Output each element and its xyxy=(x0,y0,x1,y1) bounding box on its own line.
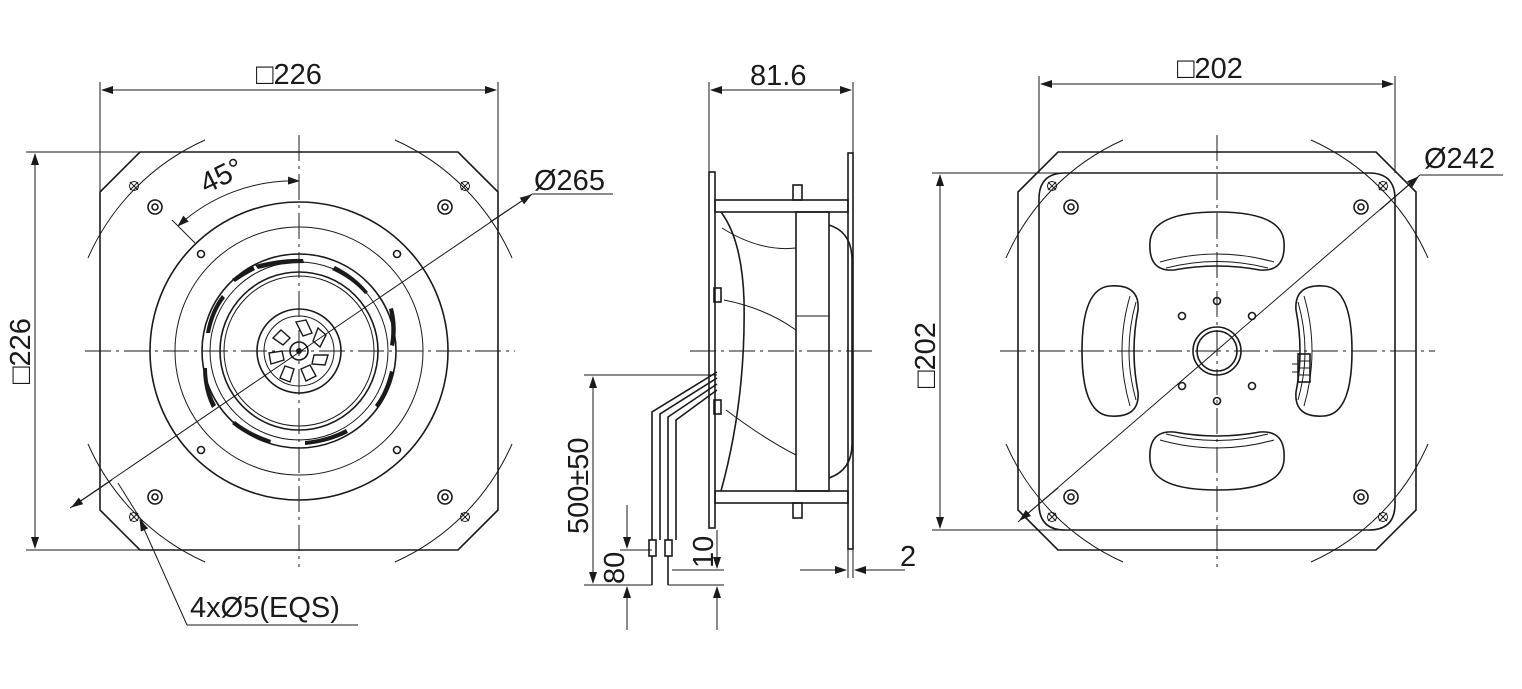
top-strut xyxy=(714,199,849,213)
hub-outer xyxy=(256,308,342,394)
impeller-outer xyxy=(201,253,397,449)
end-length-label: 10 xyxy=(688,536,720,568)
impeller-blades xyxy=(203,258,396,445)
rear-mounting-holes xyxy=(1047,181,1388,522)
rear-view: □202 □202 Ø242 xyxy=(910,53,1503,567)
blade-curve-2 xyxy=(723,299,797,331)
rear-hub-outer xyxy=(1192,326,1242,376)
rear-ref-arc-bottom-right xyxy=(1310,443,1429,563)
impeller-body-side xyxy=(795,211,830,492)
ring-hole-sw xyxy=(196,445,206,455)
rear-diameter-arrow-sw xyxy=(1019,487,1059,521)
rear-ref-arc-top-left xyxy=(1005,139,1124,259)
front-width-label: □226 xyxy=(256,59,322,91)
hub-shaft-ring xyxy=(289,341,309,361)
front-diameter-label: Ø265 xyxy=(534,165,605,197)
angle-leader xyxy=(171,219,196,244)
rear-height-label: □202 xyxy=(910,322,942,388)
rear-ref-arc-top-right xyxy=(1310,139,1429,259)
angle-arc xyxy=(177,176,300,227)
motor-tab-2 xyxy=(713,399,722,415)
mounting-holes xyxy=(129,181,470,522)
hub-shaft xyxy=(296,348,302,354)
blade-curve-1 xyxy=(721,227,797,250)
holes-leader xyxy=(139,519,188,626)
rear-plate-outline xyxy=(1017,151,1417,551)
angle-label: 45° xyxy=(195,152,248,200)
front-ref-arc-top-right xyxy=(394,139,513,259)
ring-hole-ne xyxy=(392,249,402,259)
strut-block-bottom xyxy=(792,502,803,519)
rear-inner-plate xyxy=(1038,172,1396,531)
front-diameter-arrow-sw xyxy=(71,479,113,508)
ring-hole-se xyxy=(392,445,402,455)
air-slot-left xyxy=(1081,285,1139,417)
front-diameter-arrow-ne xyxy=(489,194,532,223)
rear-hub-inner xyxy=(1196,330,1238,372)
front-plate-outline xyxy=(99,151,499,551)
front-ref-arc-bottom-left xyxy=(87,443,206,563)
cable-length-label: 500±50 xyxy=(563,437,595,534)
cable-wire-4 xyxy=(675,389,718,540)
inlet-ring-side xyxy=(828,224,853,479)
rear-ref-arc-bottom-left xyxy=(1005,443,1124,563)
hub-vanes xyxy=(268,319,329,383)
cable-wire-3 xyxy=(667,383,718,540)
front-ring-inner xyxy=(174,226,424,476)
cable-wire-1 xyxy=(651,371,718,540)
front-ref-arc-top-left xyxy=(87,139,206,259)
hub-inner xyxy=(263,315,335,387)
strip-length-label: 80 xyxy=(599,552,631,584)
wire-terminal-1 xyxy=(648,539,657,557)
bottom-strut xyxy=(714,490,849,504)
connector-block xyxy=(1292,353,1311,383)
impeller-inlet-inner xyxy=(223,275,375,427)
front-height-label: □226 xyxy=(5,318,37,384)
depth-label: 81.6 xyxy=(750,60,806,92)
air-slot-bottom xyxy=(1149,431,1285,491)
ring-hole-nw xyxy=(196,249,206,259)
rear-diameter-arrow-ne xyxy=(1379,176,1419,211)
blade-profile xyxy=(720,211,745,492)
strut-block-top xyxy=(792,184,803,201)
holes-label: 4xØ5(EQS) xyxy=(190,592,340,624)
front-view: □226 □226 45° Ø265 4xØ5(EQS) xyxy=(5,59,613,626)
rear-width-label: □202 xyxy=(1177,53,1243,85)
motor-flange xyxy=(708,171,716,529)
cable-wire-2 xyxy=(659,377,718,540)
front-diameter-line xyxy=(69,193,533,509)
front-ref-arc-bottom-right xyxy=(394,443,513,563)
rear-diameter-label: Ø242 xyxy=(1424,143,1495,175)
wire-terminal-2 xyxy=(664,539,673,557)
rear-diameter-line xyxy=(1017,174,1421,523)
air-slot-right xyxy=(1295,285,1353,417)
impeller-inlet xyxy=(219,271,379,431)
air-slot-top xyxy=(1149,211,1285,271)
mounting-plate-side xyxy=(847,152,854,550)
flange-thickness-label: 2 xyxy=(900,541,916,573)
side-view: 81.6 500±50 80 10 2 xyxy=(563,60,916,630)
blade-curve-3 xyxy=(725,409,797,456)
motor-tab-1 xyxy=(713,287,722,303)
